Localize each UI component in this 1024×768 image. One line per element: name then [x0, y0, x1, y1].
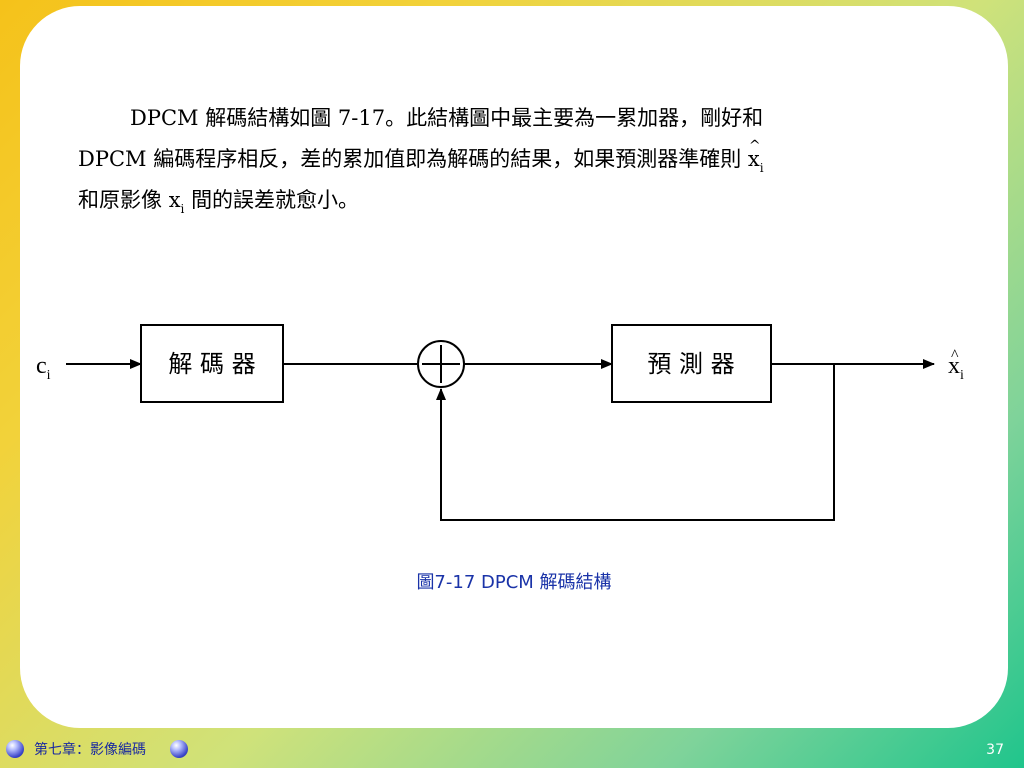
figure-caption: 圖7-17 DPCM 解碼結構	[416, 572, 612, 593]
feedback-loop-arrow	[436, 364, 835, 521]
x-symbol: x	[168, 188, 181, 212]
dpcm-decoder-diagram: ci 解 碼 器 預 測 器 xi ^	[36, 324, 964, 521]
sphere-bullet-icon	[170, 740, 188, 758]
description-paragraph: DPCM 解碼結構如圖 7-17。此結構圖中最主要為一累加器，剛好和 DPCM …	[78, 98, 958, 221]
decoder-label: 解 碼 器	[168, 350, 255, 378]
slide-card: DPCM 解碼結構如圖 7-17。此結構圖中最主要為一累加器，剛好和 DPCM …	[20, 6, 1008, 728]
predictor-box	[611, 324, 772, 403]
input-label: ci	[36, 353, 51, 383]
output-label: xi	[948, 353, 964, 383]
predictor-label: 預 測 器	[647, 350, 734, 378]
chapter-title: 第七章：影像編碼	[34, 742, 146, 758]
x-subscript: i	[180, 202, 185, 216]
page-number: 37	[986, 742, 1004, 758]
paragraph-line-2: DPCM 編碼程序相反，差的累加值即為解碼的結果，如果預測器準確則 xi	[78, 126, 958, 180]
footer: 第七章：影像編碼	[6, 736, 188, 762]
x-hat-symbol: x	[748, 126, 761, 180]
paragraph-line-1: DPCM 解碼結構如圖 7-17。此結構圖中最主要為一累加器，剛好和	[130, 106, 764, 130]
x-hat-subscript: i	[759, 161, 764, 175]
paragraph-line-3: 和原影像 xi 間的誤差就愈小。	[78, 188, 360, 216]
sphere-bullet-icon	[6, 740, 24, 758]
output-hat-mark: ^	[951, 347, 959, 364]
